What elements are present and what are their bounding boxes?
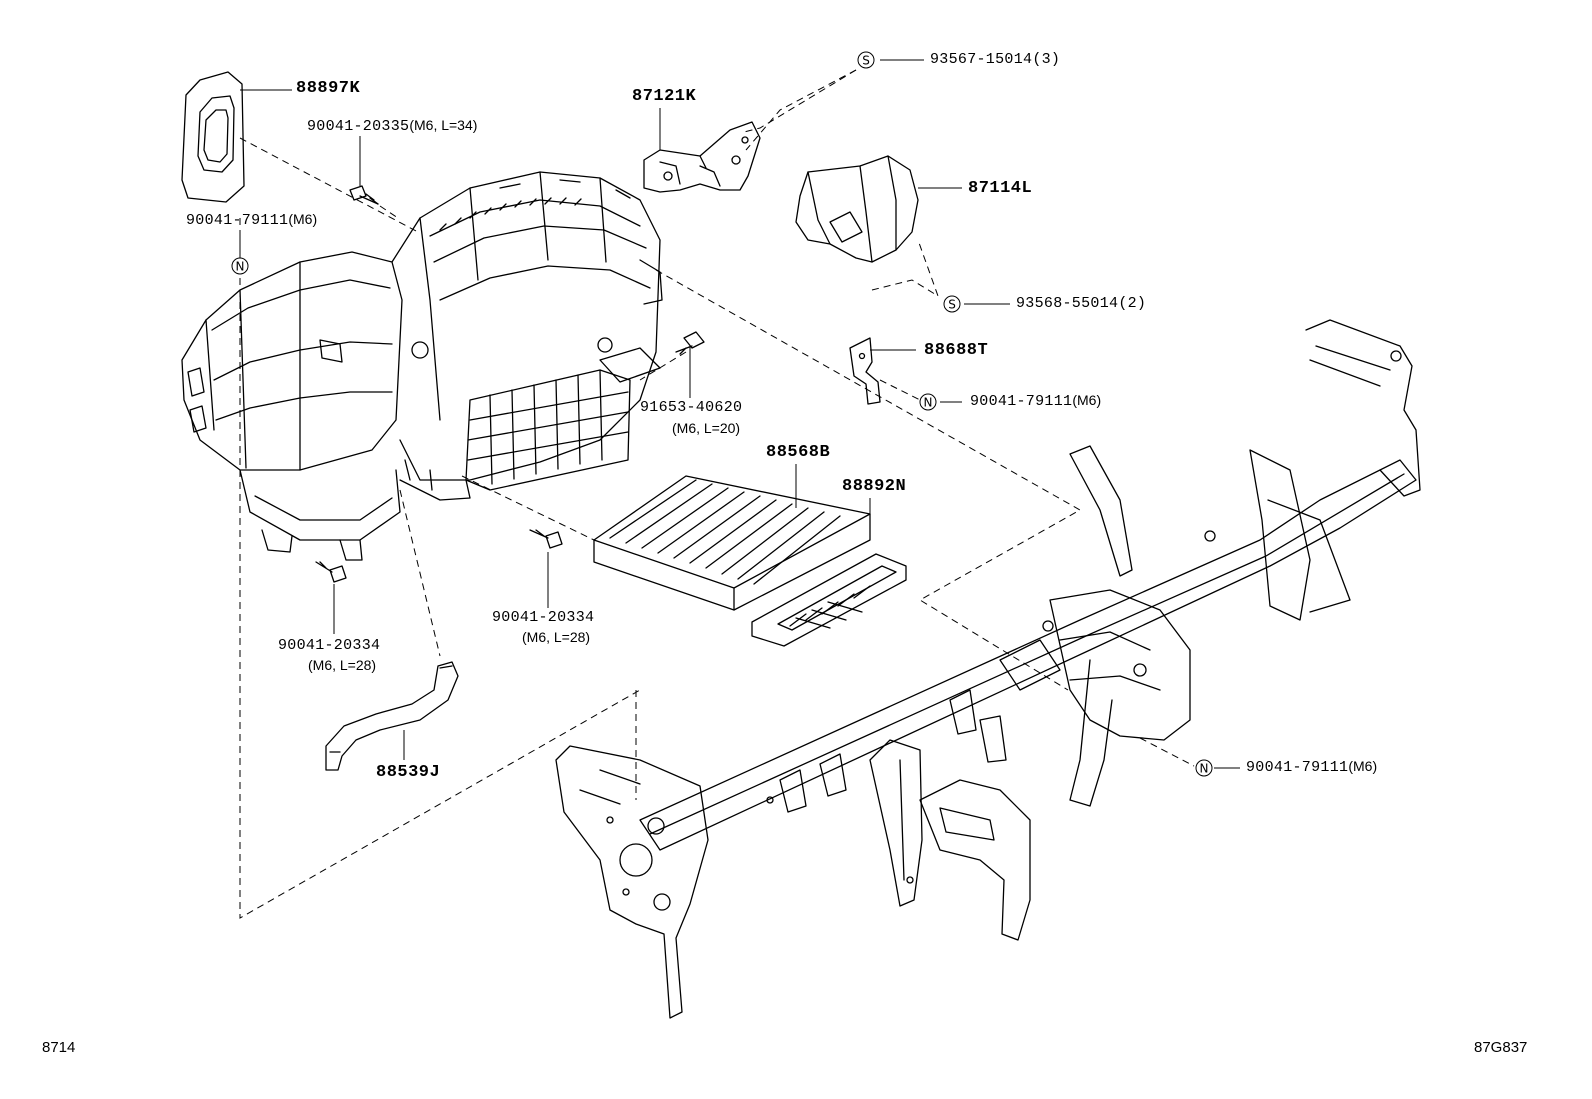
part-number: 90041-79111 [186, 212, 289, 229]
label-90041-20334-b-spec: (M6, L=28) [308, 657, 377, 673]
symbol-s-text: S [948, 298, 956, 312]
label-90041-20334-a-spec: (M6, L=28) [522, 629, 591, 645]
label-91653-40620: 91653-40620 [640, 399, 743, 416]
bolt-90041-20335 [349, 185, 379, 205]
label-88897k: 88897K [296, 79, 361, 98]
instrument-panel-reinforcement [555, 319, 1421, 1019]
label-90041-20334-a: 90041-20334 [492, 609, 595, 626]
label-88892n: 88892N [842, 477, 907, 496]
duct-cover-87114l [795, 155, 919, 263]
drain-hose-88539j [325, 661, 459, 771]
symbol-n-text: N [1200, 762, 1209, 776]
symbol-n-right: N [1195, 759, 1213, 777]
symbol-n-text: N [236, 260, 245, 274]
part-spec: (M6) [288, 211, 318, 227]
label-87114l: 87114L [968, 179, 1033, 198]
label-88568b: 88568B [766, 443, 831, 462]
label-90041-79111-left: 90041-79111(M6) [186, 212, 317, 228]
symbol-n-left: N [231, 257, 249, 275]
cabin-filter-88568b [593, 475, 871, 611]
gasket-88897k [181, 71, 245, 203]
part-number: 90041-79111 [970, 393, 1073, 410]
footer-code-right: 87G837 [1474, 1039, 1528, 1056]
alignment-lines [239, 69, 1195, 919]
label-87121k: 87121K [632, 87, 697, 106]
symbol-n-mid: N [919, 393, 937, 411]
bolt-90041-20334-a [529, 529, 563, 549]
symbol-s-text: S [862, 54, 870, 68]
part-spec: (M6) [1072, 392, 1102, 408]
label-91653-spec: (M6, L=20) [672, 420, 741, 436]
symbol-s-93567: S [857, 51, 875, 69]
bolt-91653-40620 [675, 331, 705, 355]
label-90041-79111-mid: 90041-79111(M6) [970, 393, 1101, 409]
label-93568-55014: 93568-55014(2) [1016, 295, 1147, 312]
bolt-90041-20334-b [315, 561, 347, 583]
label-90041-20334-b: 90041-20334 [278, 637, 381, 654]
label-88539j: 88539J [376, 763, 441, 782]
symbol-n-text: N [924, 396, 933, 410]
symbol-s-93568: S [943, 295, 961, 313]
part-number: 90041-20335 [307, 118, 410, 135]
label-90041-20335: 90041-20335(M6, L=34) [307, 118, 477, 134]
label-93567-15014: 93567-15014(3) [930, 51, 1061, 68]
part-spec: (M6, L=34) [409, 117, 478, 133]
part-spec: (M6) [1348, 758, 1378, 774]
filter-cover-88892n [751, 553, 907, 647]
label-88688t: 88688T [924, 341, 989, 360]
leader-lines [239, 59, 1240, 769]
part-number: 90041-79111 [1246, 759, 1349, 776]
label-90041-79111-right: 90041-79111(M6) [1246, 759, 1377, 775]
bracket-87121k [643, 121, 761, 193]
footer-code-left: 8714 [42, 1039, 76, 1056]
hvac-unit-housing [181, 171, 663, 561]
